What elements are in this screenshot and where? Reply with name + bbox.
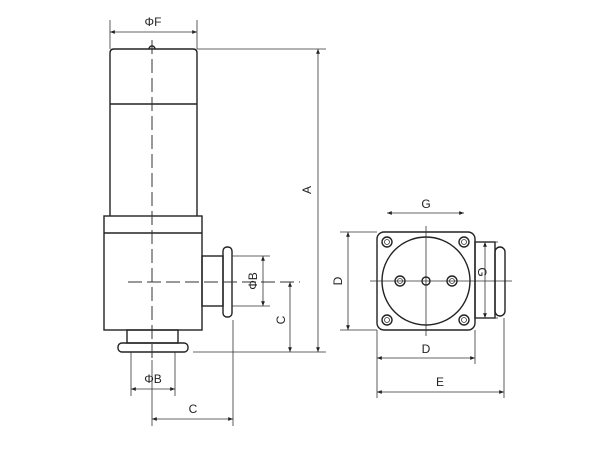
dim-phiB-side-label: ΦB: [246, 272, 260, 290]
dim-phiB-bottom-label: ΦB: [144, 372, 162, 386]
top-view-port-flange: [494, 246, 506, 317]
dim-A-label: A: [300, 186, 314, 194]
dim-C-vertical-label: C: [274, 315, 288, 324]
side-port-neck: [201, 255, 224, 307]
dim-G-top-label: G: [421, 197, 430, 211]
actuator-cylinder: [109, 48, 198, 216]
corner-bolts: [381, 236, 470, 326]
dim-E-label: E: [436, 375, 444, 389]
top-view: G D G D E: [331, 197, 512, 398]
dim-D-left-label: D: [331, 276, 345, 285]
side-view: ΦF A ΦB C ΦB C: [103, 15, 326, 426]
bottom-port-flange: [117, 342, 189, 353]
dim-D-bottom-label: D: [422, 342, 431, 356]
dim-phiF-label: ΦF: [145, 15, 162, 29]
dim-C-horizontal-label: C: [189, 402, 198, 416]
dim-G-right-label: G: [475, 267, 489, 276]
